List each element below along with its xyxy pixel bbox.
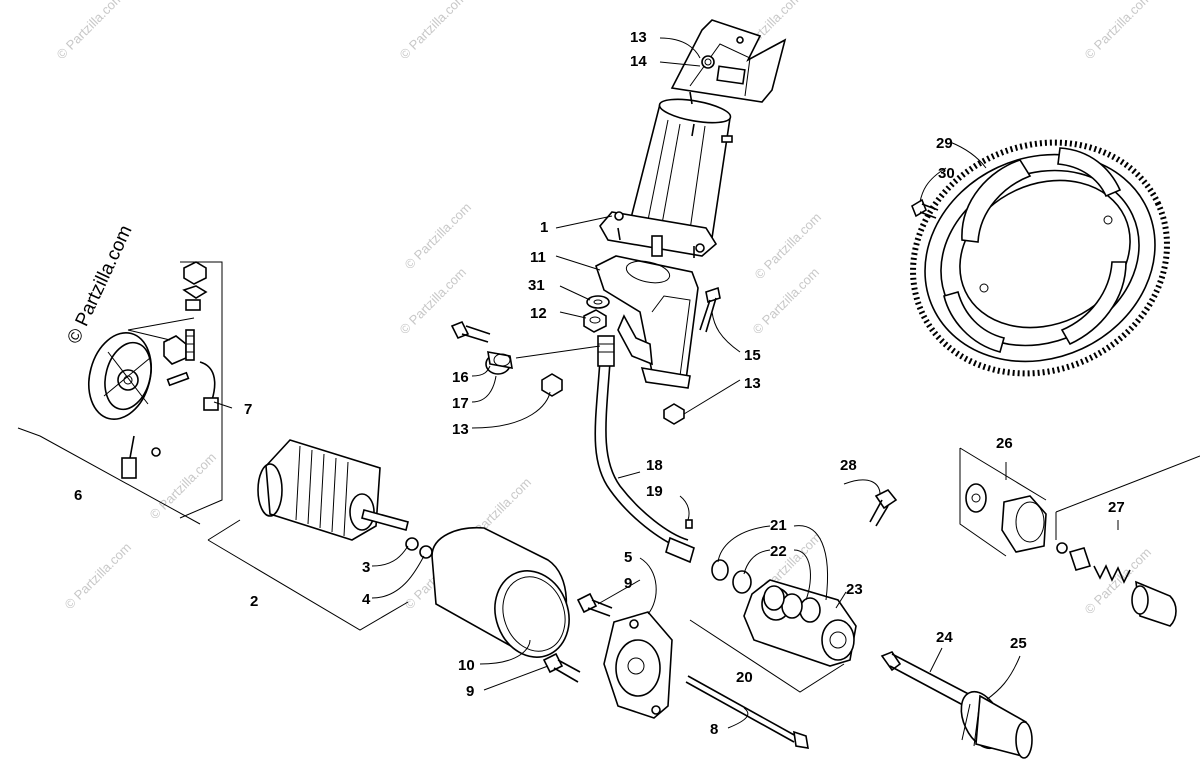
screw-part-9 xyxy=(542,652,581,683)
part-label-1: 1 xyxy=(540,219,548,236)
part-label-9: 9 xyxy=(466,683,474,700)
part-label-4: 4 xyxy=(362,591,371,608)
leader-lines xyxy=(213,37,1119,729)
watermark: © Partzilla.com xyxy=(402,200,475,273)
bendix-housing-part-20 xyxy=(743,579,857,667)
part-label-24: 24 xyxy=(936,629,953,646)
part-label-18: 18 xyxy=(646,457,663,474)
screw-part-30 xyxy=(911,198,939,219)
part-label-28: 28 xyxy=(840,457,857,474)
pinion-kit-part-26 xyxy=(965,483,1068,554)
part-label-19: 19 xyxy=(646,483,663,500)
part-label-11: 11 xyxy=(530,249,546,266)
o-ring-part-22 xyxy=(732,570,803,619)
bolt-part-28 xyxy=(869,488,898,527)
watermark: © Partzilla.com xyxy=(147,450,220,523)
part-label-26: 26 xyxy=(996,435,1013,452)
part-label-31: 31 xyxy=(528,277,545,294)
cable-part-18 xyxy=(594,335,695,564)
part-label-15: 15 xyxy=(744,347,761,364)
part-label-30: 30 xyxy=(938,165,955,182)
part-label-20: 20 xyxy=(736,669,753,686)
watermark: © Partzilla.com xyxy=(54,0,127,62)
starter-motor-part-1 xyxy=(599,91,733,258)
part-label-23: 23 xyxy=(846,581,863,598)
washer-part-31 xyxy=(586,295,610,309)
washer-part-4 xyxy=(419,545,433,559)
nut-part-13 xyxy=(663,403,685,425)
part-label-8: 8 xyxy=(710,721,718,738)
part-label-25: 25 xyxy=(1010,635,1027,652)
brush-assembly-part-7 xyxy=(182,261,208,361)
mounting-bracket-part-14 xyxy=(670,19,787,103)
copyright-text: © Partzilla.com xyxy=(63,222,136,347)
part-label-7: 7 xyxy=(244,401,252,418)
collar-part-17 xyxy=(485,351,513,375)
watermark: © Partzilla.com xyxy=(62,540,135,613)
part-label-3: 3 xyxy=(362,559,370,576)
screw-part-9 xyxy=(576,592,613,617)
bolt-part-16 xyxy=(450,320,491,343)
part-label-6: 6 xyxy=(74,487,82,504)
part-label-13: 13 xyxy=(744,375,761,392)
part-label-14: 14 xyxy=(630,53,647,70)
part-label-9: 9 xyxy=(624,575,632,592)
watermark: © Partzilla.com xyxy=(1082,0,1155,62)
watermark: © Partzilla.com xyxy=(397,0,470,62)
part-label-29: 29 xyxy=(936,135,953,152)
nut-part-12 xyxy=(583,309,607,333)
brush-holder-end-frame-part-6 xyxy=(88,331,219,479)
drive-gear-part-25 xyxy=(960,690,1033,759)
ring-part-3 xyxy=(405,537,419,551)
part-labels: 13 14 29 30 1 11 31 12 15 13 16 17 13 7 … xyxy=(74,29,1125,738)
spring-kit-part-27 xyxy=(1068,547,1177,627)
part-label-13: 13 xyxy=(452,421,469,438)
bushing-part-23 xyxy=(763,585,785,611)
yoke-part-10 xyxy=(431,526,570,658)
part-label-13: 13 xyxy=(630,29,647,46)
armature-part-2 xyxy=(257,439,409,541)
screw-part-15 xyxy=(699,286,721,333)
mount-housing-part-11 xyxy=(595,255,699,389)
part-label-12: 12 xyxy=(530,305,547,322)
part-label-2: 2 xyxy=(250,593,258,610)
part-label-17: 17 xyxy=(452,395,469,412)
part-label-22: 22 xyxy=(770,543,787,560)
through-bolt-part-8 xyxy=(685,675,809,749)
part-label-10: 10 xyxy=(458,657,475,674)
nut-part-19 xyxy=(685,519,693,529)
end-cover-part-5 xyxy=(603,611,673,719)
part-label-27: 27 xyxy=(1108,499,1125,516)
seal-part-21 xyxy=(711,559,821,623)
ring-gear-part-29 xyxy=(910,139,1170,377)
nut-part-13 xyxy=(541,373,563,397)
part-label-5: 5 xyxy=(624,549,632,566)
part-label-16: 16 xyxy=(452,369,469,386)
part-label-21: 21 xyxy=(770,517,787,534)
